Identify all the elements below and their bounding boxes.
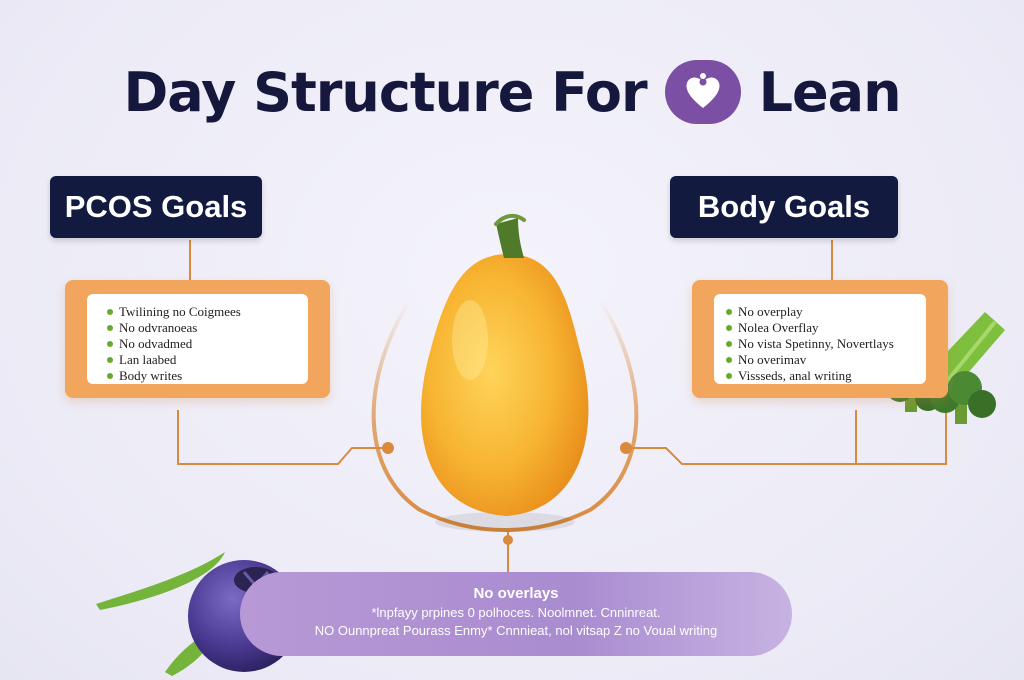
bottom-banner: No overlays *lnpfayy prpines 0 polhoces.… bbox=[240, 572, 792, 656]
bullet-icon bbox=[726, 341, 732, 347]
heart-badge bbox=[664, 60, 741, 124]
body-goals-list: No overplay Nolea Overflay No vista Spet… bbox=[714, 294, 926, 384]
bullet-icon bbox=[107, 357, 113, 363]
list-item: No overplay bbox=[726, 304, 914, 320]
pcos-goals-card: Twilining no Coigmees No odvranoeas No o… bbox=[65, 280, 330, 398]
banner-line-1: *lnpfayy prpines 0 polhoces. Noolmnet. C… bbox=[371, 605, 661, 620]
list-item: No odvranoeas bbox=[107, 320, 296, 336]
bullet-icon bbox=[726, 373, 732, 379]
list-item: Twilining no Coigmees bbox=[107, 304, 296, 320]
body-goals-card: No overplay Nolea Overflay No vista Spet… bbox=[692, 280, 948, 398]
arc-left bbox=[371, 298, 506, 532]
connector-right-ext bbox=[856, 410, 947, 465]
list-item: Body writes bbox=[107, 368, 296, 384]
list-item: No odvadmed bbox=[107, 336, 296, 352]
node-bottom bbox=[503, 535, 513, 545]
mango-icon bbox=[421, 213, 589, 532]
list-item: Vissseds, anal writing bbox=[726, 368, 914, 384]
banner-line-2: NO Ounnpreat Pourass Enmy* Cnnnieat, nol… bbox=[314, 623, 718, 638]
pcos-goals-label: PCOS Goals bbox=[50, 176, 262, 238]
bullet-icon bbox=[107, 341, 113, 347]
bullet-icon bbox=[726, 325, 732, 331]
list-item: Lan laabed bbox=[107, 352, 296, 368]
bullet-icon bbox=[107, 309, 113, 315]
list-item: Nolea Overflay bbox=[726, 320, 914, 336]
list-item: No vista Spetinny, Novertlays bbox=[726, 336, 914, 352]
heart-icon bbox=[686, 73, 720, 108]
body-goals-label: Body Goals bbox=[670, 176, 898, 238]
bullet-icon bbox=[107, 373, 113, 379]
list-item: No overimav bbox=[726, 352, 914, 368]
connector-left bbox=[177, 410, 388, 465]
title-text-before: Day Structure For bbox=[123, 60, 647, 124]
celery-icon bbox=[930, 312, 1005, 388]
node-right bbox=[620, 442, 632, 454]
connector-right bbox=[626, 410, 857, 465]
bullet-icon bbox=[726, 357, 732, 363]
node-left bbox=[382, 442, 394, 454]
page-title: Day Structure For Lean bbox=[0, 52, 1024, 132]
bullet-icon bbox=[726, 309, 732, 315]
arc-right bbox=[504, 298, 639, 532]
banner-title: No overlays bbox=[473, 585, 559, 602]
title-text-after: Lean bbox=[758, 60, 902, 124]
pcos-goals-list: Twilining no Coigmees No odvranoeas No o… bbox=[87, 294, 308, 384]
bullet-icon bbox=[107, 325, 113, 331]
